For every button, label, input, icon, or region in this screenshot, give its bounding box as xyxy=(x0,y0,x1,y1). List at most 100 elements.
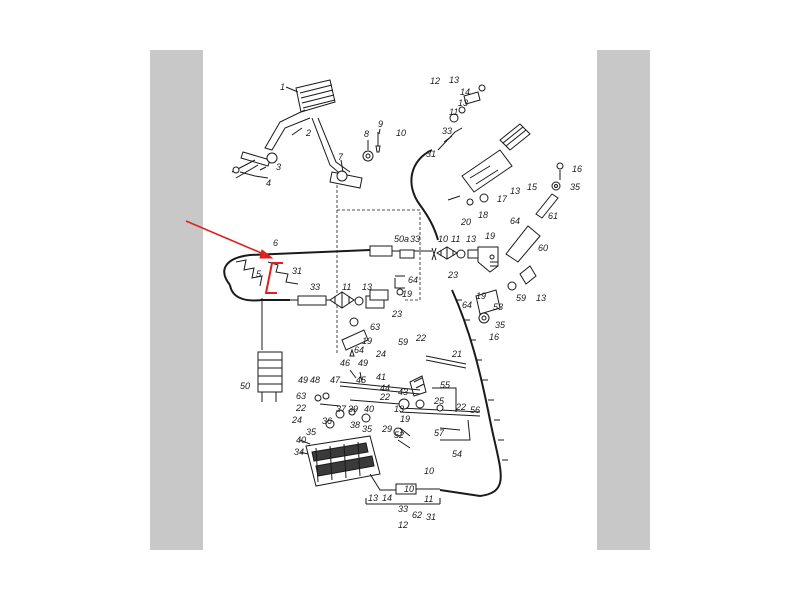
label-39: 39 xyxy=(348,404,358,414)
label-38: 38 xyxy=(350,420,360,430)
label-63: 63 xyxy=(296,391,306,401)
label-44: 44 xyxy=(380,383,390,393)
label-22: 22 xyxy=(455,402,466,412)
label-47: 47 xyxy=(330,375,341,385)
label-8: 8 xyxy=(364,129,369,139)
label-2: 2 xyxy=(305,128,311,138)
label-54: 54 xyxy=(452,449,462,459)
label-10: 10 xyxy=(424,466,434,476)
label-13: 13 xyxy=(536,293,546,303)
label-13: 13 xyxy=(466,234,476,244)
label-6: 6 xyxy=(273,238,278,248)
left-gray-band xyxy=(150,50,203,550)
label-33: 33 xyxy=(398,504,408,514)
label-58: 52 xyxy=(394,430,404,440)
label-41: 41 xyxy=(376,372,386,382)
label-40: 40 xyxy=(364,404,374,414)
dashed-linkage-box xyxy=(336,185,421,355)
label-7: 7 xyxy=(338,152,344,162)
label-61: 61 xyxy=(548,211,558,221)
label-15: 15 xyxy=(527,182,538,192)
spiral-cable-guard xyxy=(235,259,299,287)
label-34: 34 xyxy=(294,447,304,457)
label-13: 13 xyxy=(458,98,468,108)
valve-block xyxy=(299,369,381,487)
lower-linkages xyxy=(339,355,481,449)
label-11: 11 xyxy=(451,234,460,244)
label-18: 18 xyxy=(478,210,488,220)
label-11: 11 xyxy=(449,107,458,117)
label-35: 35 xyxy=(495,320,506,330)
label-35: 35 xyxy=(306,427,317,437)
pedal-leader-lines xyxy=(239,86,381,179)
label-5: 5 xyxy=(256,269,262,279)
label-25: 25 xyxy=(433,396,445,406)
label-4: 4 xyxy=(266,178,271,188)
label-22: 22 xyxy=(295,403,306,413)
label-49: 49 xyxy=(298,375,308,385)
label-55: 55 xyxy=(440,380,451,390)
label-10: 10 xyxy=(404,484,414,494)
label-24: 24 xyxy=(375,349,386,359)
label-31: 31 xyxy=(292,266,302,276)
label-19: 19 xyxy=(400,414,410,424)
label-29: 29 xyxy=(381,424,392,434)
label-64: 64 xyxy=(354,345,364,355)
label-21: 21 xyxy=(451,349,462,359)
hand-lever-assembly xyxy=(447,123,531,206)
label-35: 35 xyxy=(362,424,373,434)
label-16: 16 xyxy=(489,332,499,342)
right-side-parts xyxy=(475,162,564,324)
label-33: 33 xyxy=(410,234,420,244)
label-59: 59 xyxy=(398,337,408,347)
label-13: 13 xyxy=(362,282,372,292)
label-22: 22 xyxy=(415,333,426,343)
label-13: 13 xyxy=(449,75,459,85)
highlight-callout xyxy=(185,220,283,294)
label-40: 40 xyxy=(296,435,306,445)
label-64: 64 xyxy=(408,275,418,285)
label-12: 12 xyxy=(398,520,408,530)
label-23: 23 xyxy=(391,309,402,319)
label-1: 1 xyxy=(280,82,285,92)
label-17: 17 xyxy=(497,194,508,204)
bottom-connector xyxy=(365,473,441,505)
label-62: 62 xyxy=(412,510,422,520)
label-57: 57 xyxy=(434,428,445,438)
label-60: 60 xyxy=(538,243,548,253)
cable-end-50 xyxy=(257,305,283,402)
label-64: 64 xyxy=(462,300,472,310)
long-right-cable xyxy=(439,289,508,498)
label-19: 19 xyxy=(362,336,372,346)
label-13: 13 xyxy=(368,493,378,503)
label-46: 46 xyxy=(340,358,350,368)
label-56: 56 xyxy=(470,405,480,415)
label-14: 14 xyxy=(382,493,392,503)
label-14: 14 xyxy=(460,87,470,97)
middle-small-parts xyxy=(341,275,405,357)
label-33: 33 xyxy=(442,126,452,136)
label-11: 11 xyxy=(342,282,351,292)
label-23: 23 xyxy=(447,270,458,280)
label-35: 35 xyxy=(570,182,581,192)
label-64: 64 xyxy=(510,216,520,226)
label-50a: 50a xyxy=(394,234,409,244)
label-24: 24 xyxy=(291,415,302,425)
label-49: 49 xyxy=(358,358,368,368)
label-10: 10 xyxy=(438,234,448,244)
label-50: 50 xyxy=(240,381,250,391)
label-37: 37 xyxy=(336,404,347,414)
label-63: 63 xyxy=(370,322,380,332)
label-48: 48 xyxy=(310,375,320,385)
label-31: 31 xyxy=(426,149,436,159)
label-3: 3 xyxy=(276,162,281,172)
label-10: 10 xyxy=(396,128,406,138)
label-11: 11 xyxy=(424,494,433,504)
part-number-labels: 1 2 3 4 8 9 7 10 31 33 11 12 13 14 13 15… xyxy=(240,75,582,530)
label-9: 9 xyxy=(378,119,383,129)
label-19: 19 xyxy=(476,291,486,301)
label-53: 53 xyxy=(493,302,503,312)
label-16: 16 xyxy=(572,164,582,174)
lower-cable xyxy=(229,284,389,309)
label-22: 22 xyxy=(379,392,390,402)
